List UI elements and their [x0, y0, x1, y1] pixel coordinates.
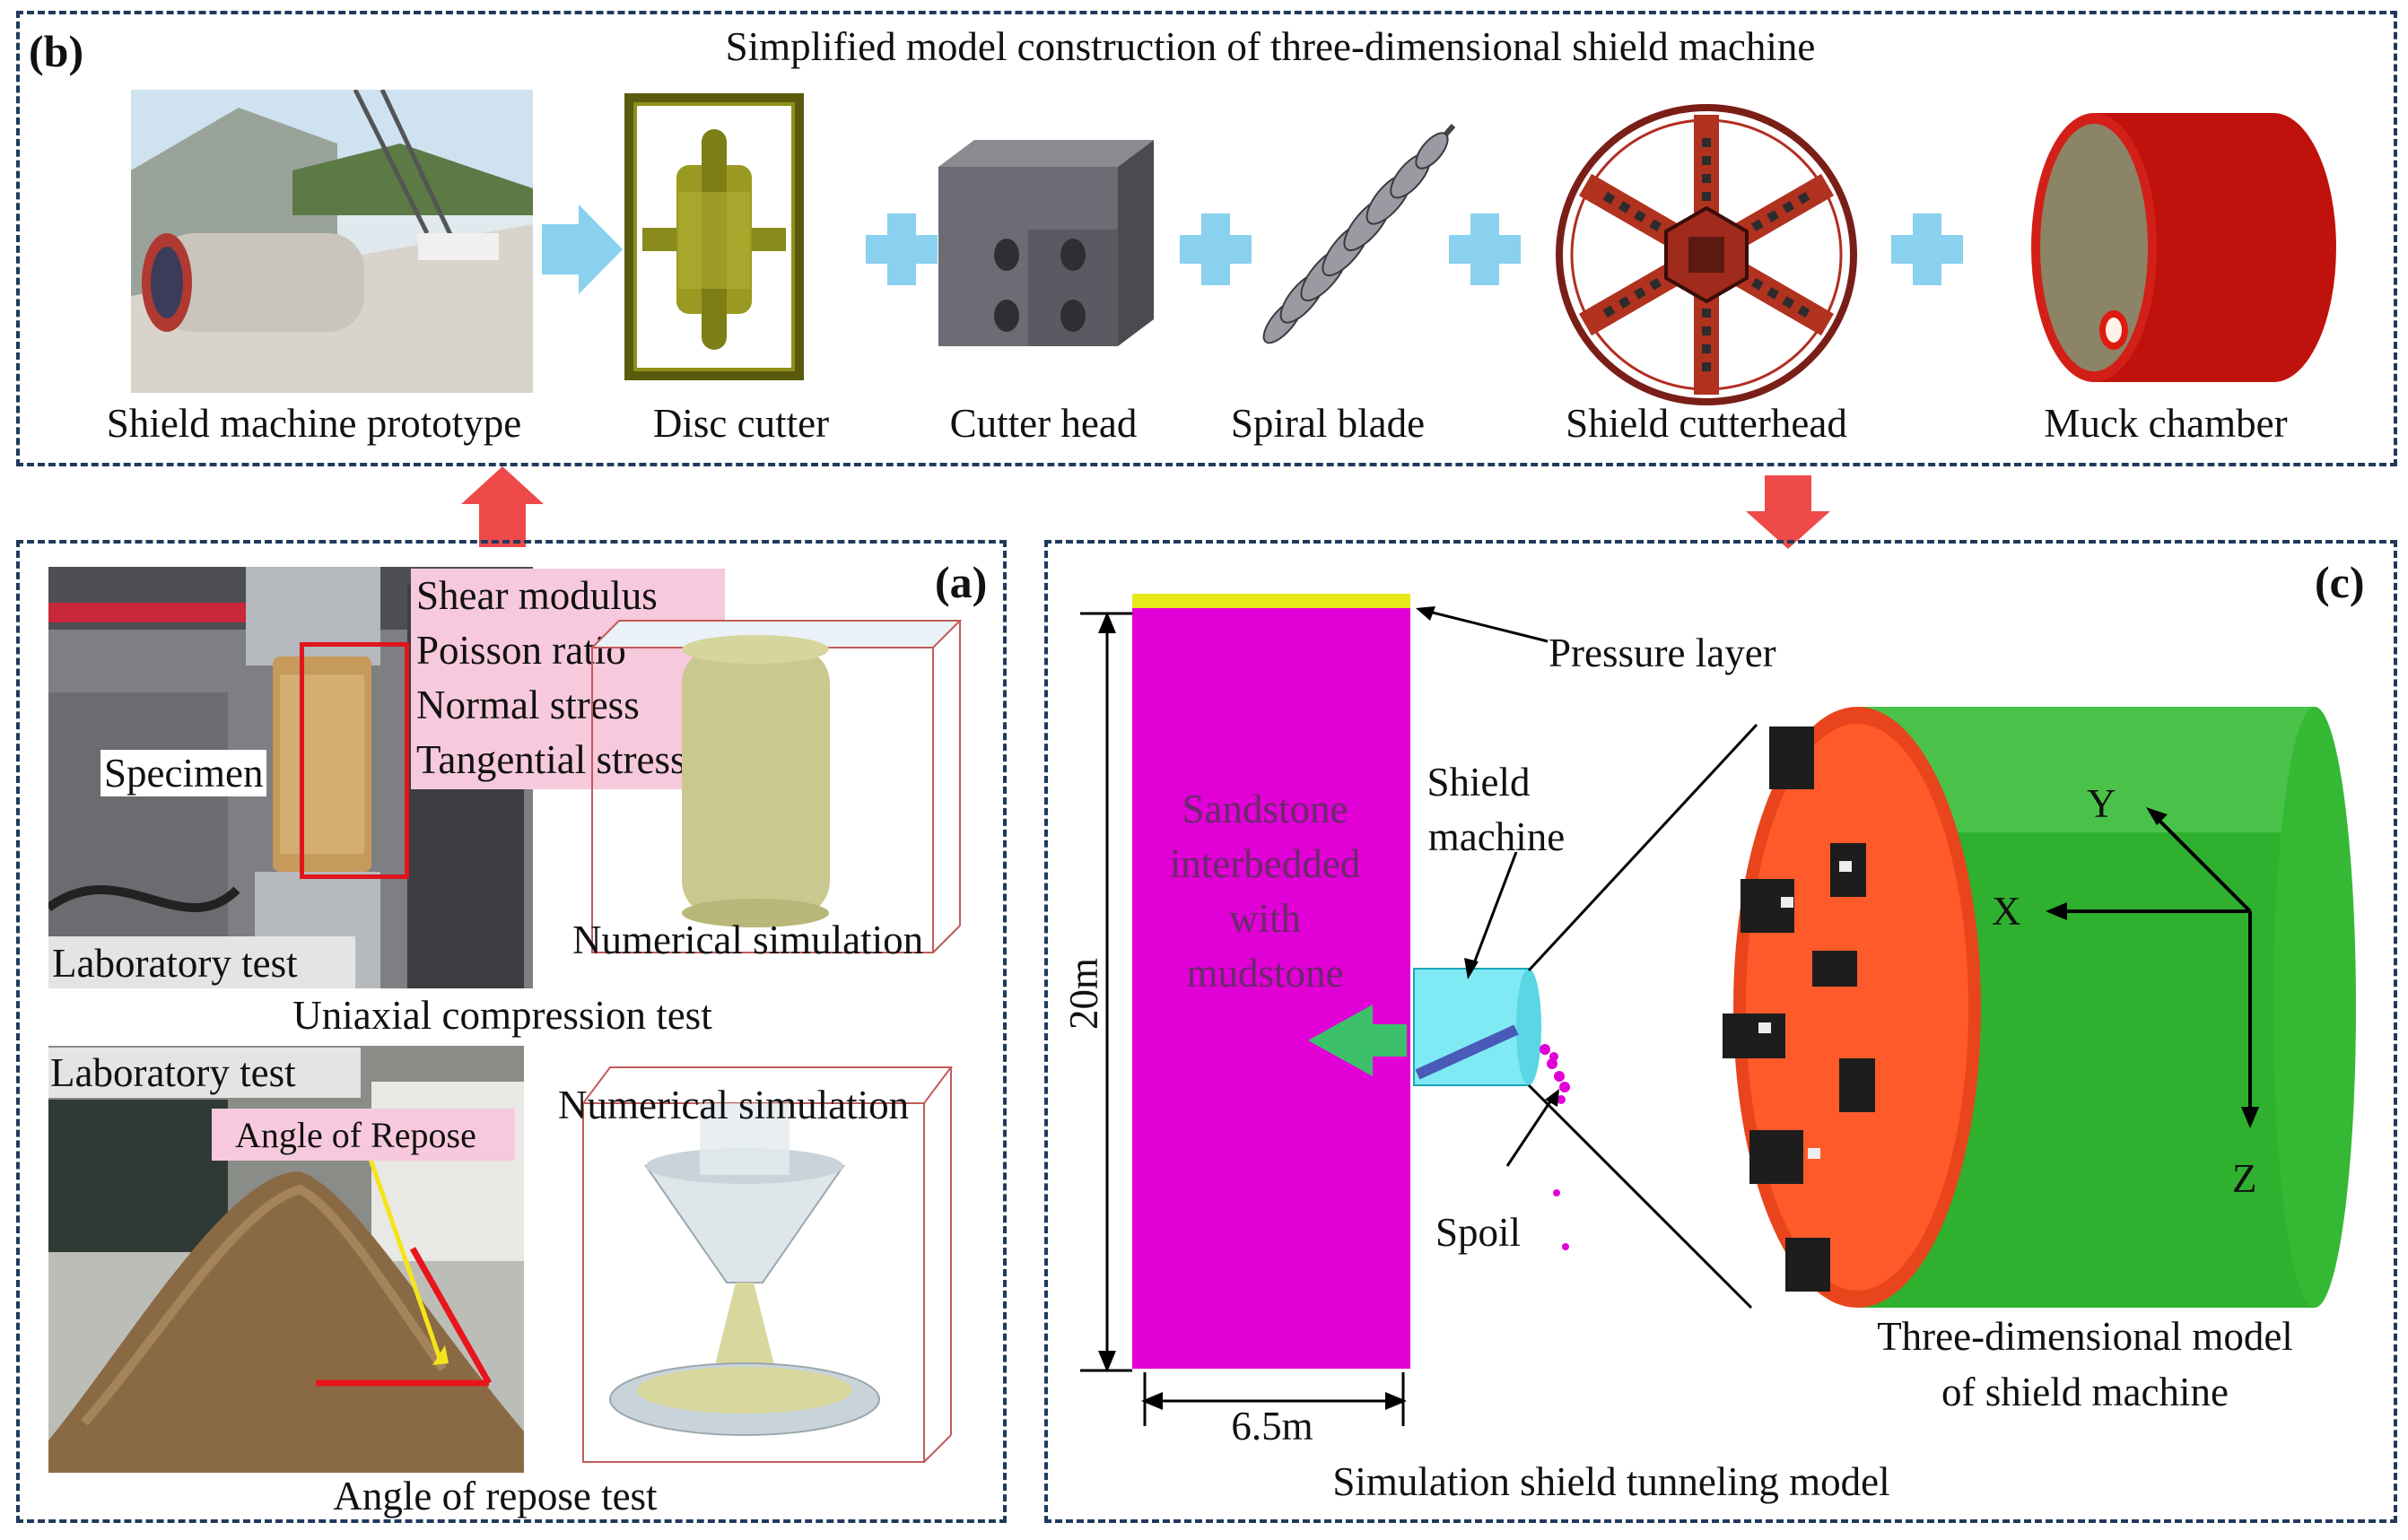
item-shield-cutterhead-label: Shield cutterhead — [1566, 401, 1847, 446]
up-arrow-icon — [461, 466, 544, 547]
width-dimension-label: 6.5m — [1231, 1404, 1313, 1449]
shield-label-line-1: Shield — [1426, 760, 1531, 805]
panel-b-label: (b) — [29, 26, 84, 76]
axis-y-label: Y — [2087, 781, 2116, 826]
axis-z-label: Z — [2232, 1156, 2257, 1201]
axis-x-label: X — [1992, 889, 2021, 934]
property-tangential-stress: Tangential stress — [416, 737, 686, 782]
shield-label-line-2: machine — [1427, 814, 1566, 859]
property-shear-modulus: Shear modulus — [416, 573, 658, 618]
rock-label-line-1: Sandstone — [1182, 787, 1348, 831]
lab-test-tag — [48, 936, 355, 988]
rock-label-line-4: mudstone — [1186, 951, 1344, 996]
panel-c — [1044, 540, 2397, 1523]
panel-c-caption: Simulation shield tunneling model — [1332, 1459, 1890, 1504]
panel-c-label: (c) — [2315, 557, 2365, 607]
height-dimension-label: 20m — [1061, 957, 1107, 1031]
model-caption-line-2: of shield machine — [1941, 1370, 2229, 1414]
muck-chamber-icon — [2031, 113, 2336, 382]
specimen-label: Specimen — [100, 750, 267, 796]
uniaxial-caption: Uniaxial compression test — [292, 993, 712, 1038]
lab-test-label: Laboratory test — [52, 941, 298, 986]
item-prototype-label: Shield machine prototype — [106, 401, 522, 446]
lab-test-tag-2 — [48, 1048, 361, 1098]
angle-of-repose-label: Angle of Repose — [235, 1115, 476, 1155]
panel-b — [16, 11, 2397, 466]
item-spiral-blade-label: Spiral blade — [1230, 401, 1426, 446]
panel-a — [16, 540, 1007, 1523]
item-disc-cutter-label: Disc cutter — [652, 401, 830, 446]
panel-a-label: (a) — [935, 557, 988, 607]
property-normal-stress: Normal stress — [416, 683, 640, 727]
cylinder-simulation-icon — [589, 620, 963, 953]
property-poisson-ratio: Poisson ratio — [416, 628, 626, 673]
prototype-photo — [131, 90, 533, 393]
repose-caption: Angle of repose test — [333, 1474, 658, 1518]
pressure-layer-label: Pressure layer — [1549, 631, 1776, 675]
rock-label-line-3: with — [1228, 896, 1302, 941]
item-muck-chamber-label: Muck chamber — [2044, 401, 2288, 446]
hourglass-simulation-icon — [581, 1066, 953, 1463]
disc-cutter-icon — [624, 93, 804, 380]
cutter-head-icon — [938, 140, 1154, 346]
spiral-blade-icon — [1262, 124, 1456, 344]
shield-cutterhead-icon — [1556, 104, 1857, 405]
num-sim-label-2: Numerical simulation — [558, 1083, 910, 1127]
model-caption-line-1: Three-dimensional model — [1877, 1314, 2293, 1359]
down-arrow-icon — [1746, 475, 1830, 549]
specimen-highlight — [300, 642, 409, 879]
spoil-label: Spoil — [1435, 1210, 1522, 1255]
angle-label-box — [212, 1109, 515, 1161]
properties-box — [411, 569, 725, 789]
lab-test-label-2: Laboratory test — [50, 1050, 296, 1095]
rock-label-line-2: interbedded — [1169, 841, 1361, 886]
num-sim-label: Numerical simulation — [572, 918, 924, 962]
item-cutter-head-label: Cutter head — [949, 401, 1138, 446]
panel-b-title: Simplified model construction of three-d… — [725, 24, 1816, 69]
